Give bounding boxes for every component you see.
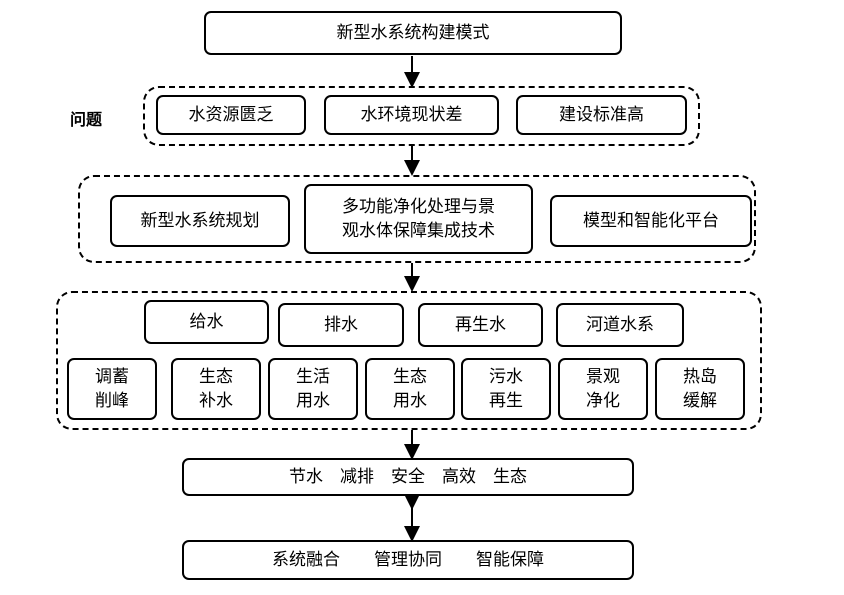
- system-box-4: 河道水系: [556, 303, 684, 347]
- problem-label: 问题: [70, 110, 103, 129]
- function-box-5: 污水 再生: [461, 358, 551, 420]
- function-box-4: 生态 用水: [365, 358, 455, 420]
- benefits-box: 节水 减排 安全 高效 生态: [182, 458, 634, 496]
- guarantees-text: 系统融合 管理协同 智能保障: [272, 550, 544, 570]
- tech-box-3: 模型和智能化平台: [550, 195, 752, 247]
- tech-group: [78, 175, 756, 263]
- system-text-3: 再生水: [455, 315, 506, 335]
- system-text-2: 排水: [324, 315, 358, 335]
- guarantees-box: 系统融合 管理协同 智能保障: [182, 540, 634, 580]
- top-box: 新型水系统构建模式: [204, 11, 622, 55]
- function-box-7: 热岛 缓解: [655, 358, 745, 420]
- function-box-2: 生态 补水: [171, 358, 261, 420]
- function-text-1: 调蓄 削峰: [95, 367, 129, 411]
- problem-text-1: 水资源匮乏: [188, 105, 274, 125]
- tech-text-3: 模型和智能化平台: [583, 211, 719, 231]
- function-text-2: 生态 补水: [199, 367, 233, 411]
- problem-box-1: 水资源匮乏: [156, 95, 306, 135]
- system-box-1: 给水: [144, 300, 269, 344]
- function-text-6: 景观 净化: [586, 367, 620, 411]
- problem-box-2: 水环境现状差: [324, 95, 499, 135]
- system-box-3: 再生水: [418, 303, 543, 347]
- function-text-3: 生活 用水: [296, 367, 330, 411]
- function-text-4: 生态 用水: [393, 367, 427, 411]
- function-text-7: 热岛 缓解: [683, 367, 717, 411]
- function-text-5: 污水 再生: [489, 367, 523, 411]
- problem-text-2: 水环境现状差: [360, 105, 463, 125]
- system-text-4: 河道水系: [586, 315, 654, 335]
- function-box-6: 景观 净化: [558, 358, 648, 420]
- function-box-3: 生活 用水: [268, 358, 358, 420]
- problem-text-3: 建设标准高: [559, 105, 644, 125]
- system-text-1: 给水: [189, 312, 224, 332]
- problem-group: [143, 86, 700, 146]
- problem-box-3: 建设标准高: [516, 95, 687, 135]
- tech-text-2: 多功能净化处理与景 观水体保障集成技术: [342, 197, 495, 241]
- tech-box-1: 新型水系统规划: [110, 195, 290, 247]
- tech-text-1: 新型水系统规划: [140, 211, 260, 231]
- top-box-text: 新型水系统构建模式: [336, 23, 490, 43]
- system-box-2: 排水: [278, 303, 404, 347]
- benefits-text: 节水 减排 安全 高效 生态: [289, 467, 527, 487]
- function-box-1: 调蓄 削峰: [67, 358, 157, 420]
- tech-box-2: 多功能净化处理与景 观水体保障集成技术: [304, 184, 533, 254]
- system-group: [56, 291, 762, 430]
